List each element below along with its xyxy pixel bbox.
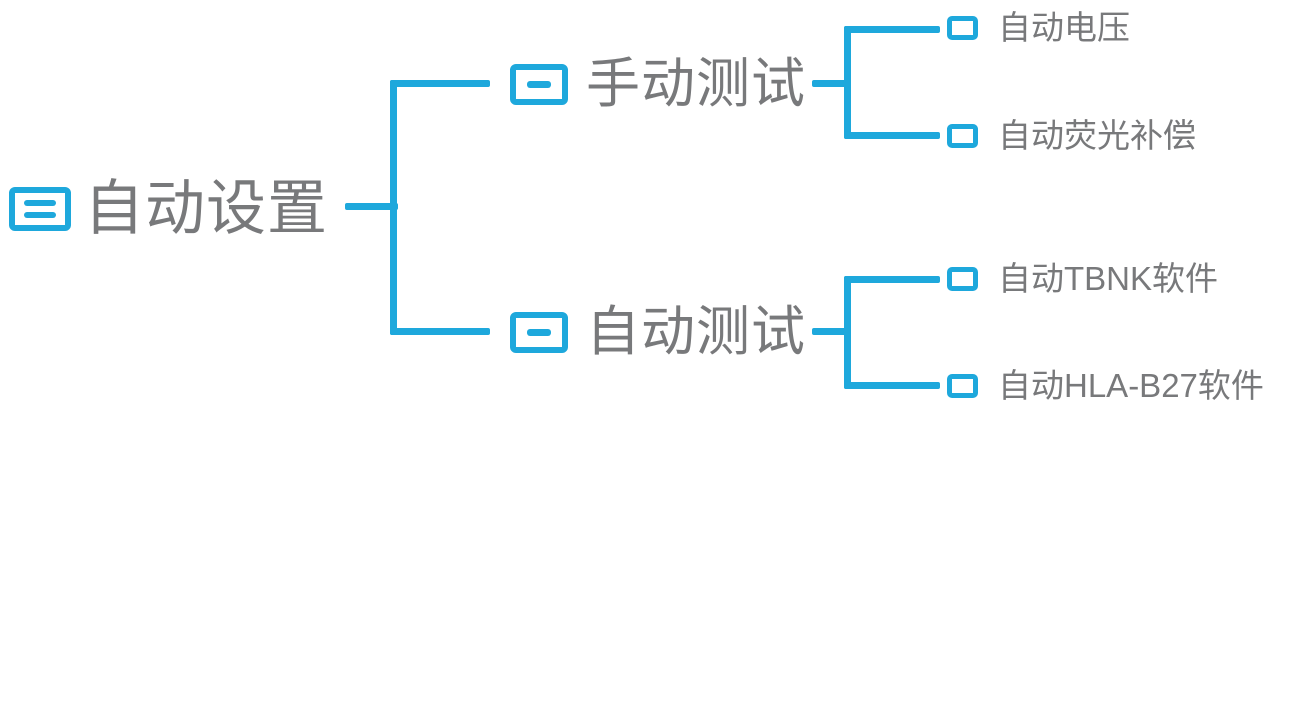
connector-auto-vertical xyxy=(844,276,851,389)
node-auto-voltage-label: 自动电压 xyxy=(998,9,1130,46)
node-manual-test-label: 手动测试 xyxy=(586,54,806,114)
node-auto-test[interactable]: 自动测试 xyxy=(510,304,806,360)
node-manual-test[interactable]: 手动测试 xyxy=(510,56,806,112)
collapse-minus-icon[interactable] xyxy=(510,63,568,105)
connector-manual-vertical xyxy=(844,26,851,139)
node-auto-fluorescence-compensation[interactable]: 自动荧光补偿 xyxy=(947,118,1196,154)
connector-auto-horizontal xyxy=(812,328,850,335)
node-root[interactable]: 自动设置 xyxy=(9,178,328,240)
square-bullet-icon xyxy=(947,16,978,40)
node-auto-test-label: 自动测试 xyxy=(586,302,806,362)
square-bullet-icon xyxy=(947,374,978,398)
list-icon[interactable] xyxy=(9,187,71,231)
node-root-label: 自动设置 xyxy=(84,175,328,242)
node-auto-tbnk-software[interactable]: 自动TBNK软件 xyxy=(947,261,1218,297)
connector-main-top-horizontal xyxy=(390,80,490,87)
connector-manual-horizontal xyxy=(812,80,850,87)
connector-main-bottom-horizontal xyxy=(390,328,490,335)
connector-main-vertical xyxy=(390,80,397,335)
connector-manual-top-horizontal xyxy=(844,26,940,33)
collapse-minus-icon[interactable] xyxy=(510,311,568,353)
connector-auto-top-horizontal xyxy=(844,276,940,283)
node-auto-hla-b27-software-label: 自动HLA-B27软件 xyxy=(998,367,1264,404)
connector-manual-bottom-horizontal xyxy=(844,132,940,139)
node-auto-voltage[interactable]: 自动电压 xyxy=(947,10,1130,46)
connector-auto-bottom-horizontal xyxy=(844,382,940,389)
node-auto-tbnk-software-label: 自动TBNK软件 xyxy=(998,260,1219,297)
square-bullet-icon xyxy=(947,267,978,291)
square-bullet-icon xyxy=(947,124,978,148)
connector-root-horizontal xyxy=(345,203,398,210)
node-auto-hla-b27-software[interactable]: 自动HLA-B27软件 xyxy=(947,368,1264,404)
node-auto-fluorescence-compensation-label: 自动荧光补偿 xyxy=(998,117,1196,154)
